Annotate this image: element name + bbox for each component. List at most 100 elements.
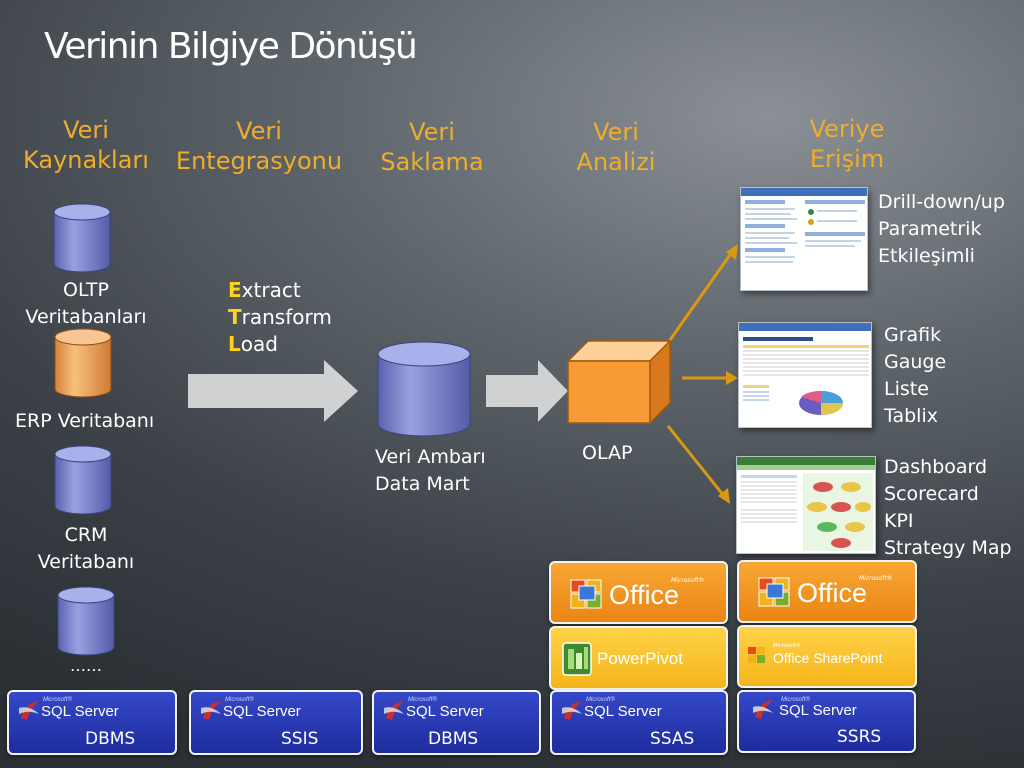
heading-line: Veri xyxy=(409,118,455,146)
etl-label: Extract Transform Load xyxy=(228,277,332,358)
heading-line: Veriye xyxy=(809,115,885,143)
sql-server-label: SQL Server xyxy=(41,703,119,720)
label-line: CRM xyxy=(64,524,108,546)
olap-cube-icon xyxy=(566,339,672,425)
heading-line: Erişim xyxy=(809,145,885,173)
sql-server-label: SQL Server xyxy=(406,703,484,720)
column-heading-storage: Veri Saklama xyxy=(366,117,498,177)
sql-component-label: SSIS xyxy=(281,729,319,749)
office-product-box: Microsoft® Office xyxy=(737,560,917,623)
crm-label: CRM Veritabanı xyxy=(14,522,158,576)
etl-rest: oad xyxy=(240,332,278,356)
sql-server-dbms-box: Microsoft® SQL Server DBMS xyxy=(372,690,541,755)
sql-server-logo-icon xyxy=(562,701,582,720)
olap-label: OLAP xyxy=(582,442,633,464)
sql-server-label: SQL Server xyxy=(223,703,301,720)
column-heading-access: Veriye Erişim xyxy=(790,114,904,174)
heading-line: Entegrasyonu xyxy=(175,147,343,175)
feature-line: Scorecard xyxy=(884,483,979,505)
powerpivot-product-box: PowerPivot xyxy=(549,626,728,690)
sql-ms-label: Microsoft® xyxy=(781,697,810,703)
sql-server-ssis-box: Microsoft® SQL Server SSIS xyxy=(189,690,363,755)
sql-ms-label: Microsoft® xyxy=(408,697,437,703)
sql-server-logo-icon xyxy=(753,700,773,719)
sql-server-label: SQL Server xyxy=(584,703,662,720)
heading-line: Veri xyxy=(593,118,639,146)
crm-database-icon xyxy=(54,445,112,515)
etl-load: Load xyxy=(228,331,332,358)
sharepoint-ms-label: Microsoft® xyxy=(773,643,801,649)
feature-line: Etkileşimli xyxy=(878,245,975,267)
erp-label: ERP Veritabanı xyxy=(15,410,155,432)
office-logo-icon xyxy=(758,577,790,607)
office-ms-label: Microsoft® xyxy=(671,577,705,584)
feature-line: Dashboard xyxy=(884,456,988,478)
sql-server-ssrs-box: Microsoft® SQL Server SSRS xyxy=(737,690,916,753)
etl-flow-arrow-icon xyxy=(188,360,358,422)
office-label: Office xyxy=(797,578,868,608)
sql-ms-label: Microsoft® xyxy=(586,697,615,703)
label-line: OLTP xyxy=(63,279,109,301)
sql-server-dbms-box: Microsoft® SQL Server DBMS xyxy=(7,690,177,755)
sql-component-label: SSAS xyxy=(650,729,695,749)
sql-server-label: SQL Server xyxy=(779,702,857,719)
sql-component-label: SSRS xyxy=(837,727,882,747)
heading-line: Analizi xyxy=(576,148,656,176)
etl-initial: E xyxy=(228,278,242,302)
feature-line: Parametrik xyxy=(878,218,982,240)
warehouse-label: Veri Ambarı Data Mart xyxy=(375,444,486,498)
office-label: Office xyxy=(609,580,680,610)
feature-line: Drill-down/up xyxy=(878,191,1005,213)
access-arrows-icon xyxy=(666,244,738,504)
data-warehouse-icon xyxy=(377,341,471,437)
office-product-box: Microsoft® Office xyxy=(549,561,728,624)
report-screenshot xyxy=(740,187,868,291)
office-ms-label: Microsoft® xyxy=(859,575,893,582)
heading-line: Saklama xyxy=(380,148,484,176)
etl-rest: ransform xyxy=(241,305,332,329)
feature-line: Gauge xyxy=(884,351,947,373)
powerpivot-logo-icon xyxy=(562,642,592,676)
dashboard-screenshot xyxy=(736,456,876,554)
erp-database-icon xyxy=(54,328,112,398)
sql-component-label: DBMS xyxy=(428,729,479,749)
sql-component-label: DBMS xyxy=(85,729,136,749)
page-title: Verinin Bilgiye Dönüşü xyxy=(44,26,418,67)
label-line: Veritabanları xyxy=(25,306,147,328)
chart-report-preview-icon xyxy=(739,323,871,415)
etl-transform: Transform xyxy=(228,304,332,331)
column-heading-sources: Veri Kaynakları xyxy=(14,115,158,175)
olap-flow-arrow-icon xyxy=(486,360,568,422)
oltp-database-icon xyxy=(53,203,111,273)
sharepoint-product-box: Microsoft® Office SharePoint xyxy=(737,625,917,688)
chart-features: Grafik Gauge Liste Tablix xyxy=(884,322,946,430)
sql-ms-label: Microsoft® xyxy=(225,697,254,703)
feature-line: Liste xyxy=(884,378,929,400)
sharepoint-logo-icon xyxy=(748,647,765,663)
feature-line: Grafik xyxy=(884,324,942,346)
sql-server-ssas-box: Microsoft® SQL Server SSAS xyxy=(550,690,728,755)
reports-features: Drill-down/up Parametrik Etkileşimli xyxy=(878,189,1005,270)
heading-line: Veri xyxy=(63,116,109,144)
powerpivot-label: PowerPivot xyxy=(597,649,683,668)
sharepoint-label: Office SharePoint xyxy=(773,650,883,666)
feature-line: KPI xyxy=(884,510,914,532)
other-database-icon xyxy=(57,586,115,656)
more-sources-label: …… xyxy=(70,656,102,675)
sql-ms-label: Microsoft® xyxy=(43,697,72,703)
label-line: Data Mart xyxy=(375,473,470,495)
oltp-label: OLTP Veritabanları xyxy=(14,277,158,331)
sql-server-logo-icon xyxy=(19,701,39,720)
dashboard-preview-icon xyxy=(737,457,875,551)
etl-initial: T xyxy=(228,305,242,329)
office-logo-icon xyxy=(570,579,602,609)
label-line: Veritabanı xyxy=(37,551,135,573)
feature-line: Strategy Map xyxy=(884,537,1012,559)
column-heading-integration: Veri Entegrasyonu xyxy=(170,116,348,176)
heading-line: Kaynakları xyxy=(23,146,149,174)
column-heading-analysis: Veri Analizi xyxy=(556,117,676,177)
dashboard-features: Dashboard Scorecard KPI Strategy Map xyxy=(884,454,1012,562)
etl-rest: xtract xyxy=(241,278,301,302)
label-line: Veri Ambarı xyxy=(375,446,486,468)
sql-server-logo-icon xyxy=(384,701,404,720)
